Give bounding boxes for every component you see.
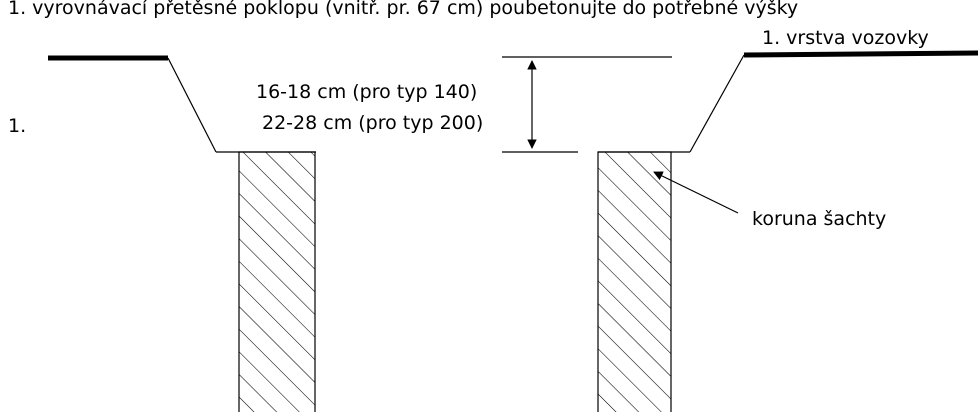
pit-wall-right: [689, 54, 745, 153]
shaft-crown-leader: [653, 171, 739, 214]
road-layer-label: 1. vrstva vozovky: [762, 27, 929, 49]
top-caption: 1. vyrovnávací přetěsné poklopu (vnitř. …: [8, 0, 798, 19]
pit-wall-left: [167, 57, 217, 153]
dimension-label-type-140: 16-18 cm (pro typ 140): [256, 81, 477, 103]
dimension-label-type-200: 22-28 cm (pro typ 200): [262, 112, 483, 134]
shaft-wall-left: [238, 151, 316, 412]
left-marker-label: 1.: [8, 115, 26, 137]
shaft-wall-right: [597, 151, 672, 412]
shaft-crown-label: koruna šachty: [752, 208, 886, 230]
road-surface-right: [743, 50, 978, 58]
